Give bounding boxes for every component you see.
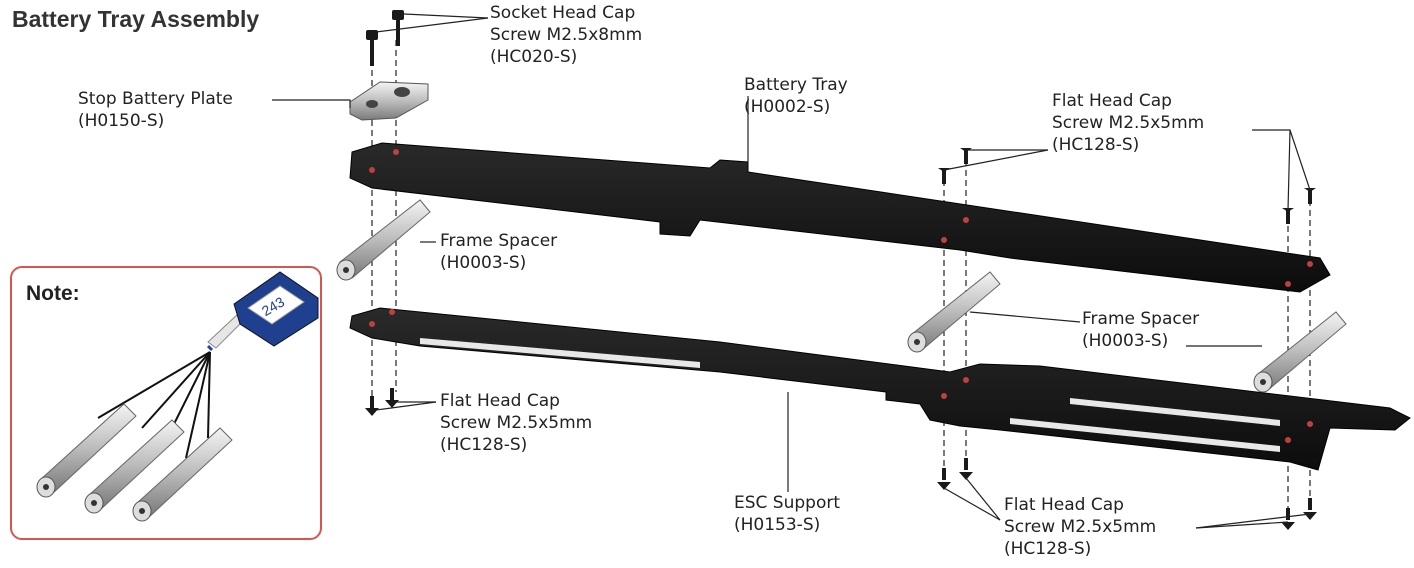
- diagram-title: Battery Tray Assembly: [12, 6, 260, 32]
- label-line: Screw M2.5x8mm: [490, 25, 643, 45]
- label-line: Frame Spacer: [440, 231, 558, 251]
- label-line: (H0150-S): [78, 111, 165, 131]
- stop-battery-plate: [349, 81, 429, 121]
- label-stop-battery-plate: Stop Battery Plate (H0150-S): [78, 88, 233, 132]
- label-line: Stop Battery Plate: [78, 89, 233, 109]
- label-line: (HC128-S): [1052, 135, 1140, 155]
- note-title: Note:: [26, 282, 80, 305]
- spacer-rods: [36, 403, 233, 522]
- label-line: ESC Support: [734, 493, 841, 513]
- frame-spacer-right: [1253, 311, 1347, 393]
- label-battery-tray: Battery Tray (H0002-S): [744, 74, 848, 118]
- label-line: Screw M2.5x5mm: [1004, 517, 1157, 537]
- label-esc-support: ESC Support (H0153-S): [734, 492, 840, 536]
- frame-spacer-mid: [907, 271, 1001, 353]
- esc-slots: [420, 338, 1280, 452]
- threadlocker-bottle: [206, 271, 319, 352]
- label-line: Socket Head Cap: [490, 3, 636, 23]
- label-frame-spacer-left: Frame Spacer (H0003-S): [440, 230, 557, 274]
- label-line: (H0003-S): [440, 253, 527, 273]
- label-line: (H0003-S): [1082, 331, 1169, 351]
- note-box: 243 Note:: [10, 266, 322, 540]
- label-flat-head-screw-bottom-right: Flat Head Cap Screw M2.5x5mm (HC128-S): [1004, 494, 1156, 560]
- label-line: (HC020-S): [490, 47, 578, 67]
- label-line: Screw M2.5x5mm: [440, 413, 593, 433]
- frame-spacer-left: [336, 199, 431, 281]
- label-line: (H0153-S): [734, 515, 821, 535]
- esc-support-plate: [349, 307, 1411, 471]
- leader-lines: [272, 13, 1311, 529]
- label-line: (H0002-S): [744, 97, 831, 117]
- battery-tray-plate: [349, 142, 1331, 293]
- label-line: (HC128-S): [1004, 539, 1092, 559]
- label-line: Screw M2.5x5mm: [1052, 113, 1205, 133]
- label-socket-head-screw: Socket Head Cap Screw M2.5x8mm (HC020-S): [490, 2, 642, 68]
- label-line: Flat Head Cap: [440, 391, 560, 411]
- label-line: Flat Head Cap: [1004, 495, 1124, 515]
- label-flat-head-screw-top: Flat Head Cap Screw M2.5x5mm (HC128-S): [1052, 90, 1204, 156]
- label-line: Flat Head Cap: [1052, 91, 1172, 111]
- label-line: (HC128-S): [440, 435, 528, 455]
- label-line: Battery Tray: [744, 75, 848, 95]
- plate-holes: [369, 149, 1313, 443]
- threadlocker-illustration: 243: [36, 271, 319, 522]
- label-frame-spacer-right: Frame Spacer (H0003-S): [1082, 308, 1199, 352]
- label-line: Frame Spacer: [1082, 309, 1200, 329]
- label-flat-head-screw-bottom-left: Flat Head Cap Screw M2.5x5mm (HC128-S): [440, 390, 592, 456]
- socket-head-screws: [366, 10, 404, 66]
